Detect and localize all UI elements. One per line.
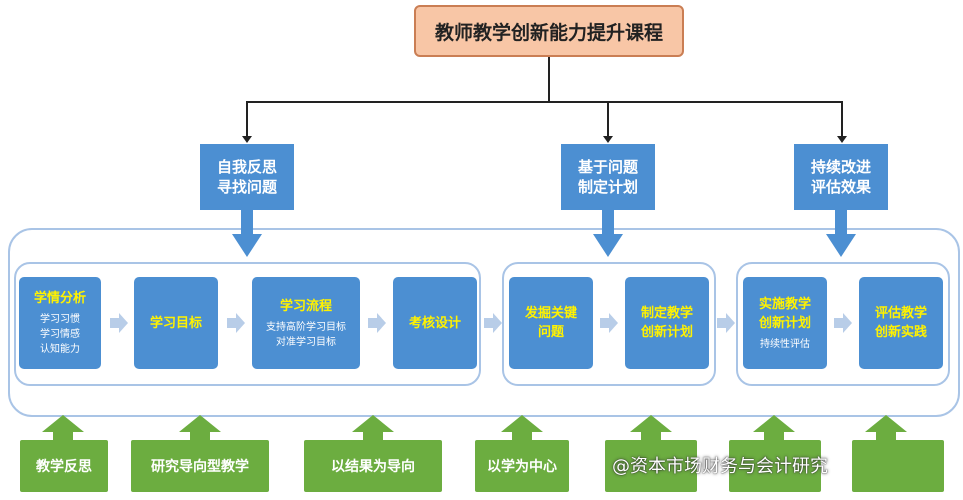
connector-bar	[246, 101, 843, 103]
flow-arrows	[110, 313, 852, 333]
card-subtitle: 学习习惯 学习情感 认知能力	[40, 314, 80, 355]
card-title: 学情分析	[33, 291, 86, 306]
card-learning-goals: 学习目标	[134, 277, 218, 369]
connector-right	[841, 101, 843, 139]
connector-arrowheads	[242, 136, 847, 143]
connector-trunk	[548, 57, 550, 102]
phase-reflect: 自我反思 寻找问题	[200, 144, 294, 210]
support-up-arrows	[42, 415, 907, 443]
phase-down-arrows	[232, 210, 856, 257]
card-title: 学习流程	[279, 298, 332, 314]
course-title: 教师教学创新能力提升课程	[414, 5, 684, 57]
card-subtitle: 支持高阶学习目标 对准学习目标	[266, 321, 346, 348]
card-make-plan: 制定教学 创新计划	[625, 277, 709, 369]
card-subtitle: 持续性评估	[760, 338, 810, 350]
phase-improve: 持续改进 评估效果	[794, 144, 888, 210]
watermark: @资本市场财务与会计研究	[612, 456, 828, 477]
card-title: 评估教学 创新实践	[874, 306, 927, 340]
card-learning-analysis: 学情分析 学习习惯 学习情感 认知能力	[19, 277, 101, 369]
card-title: 发掘关键 问题	[524, 306, 577, 340]
card-learning-process: 学习流程 支持高阶学习目标 对准学习目标	[252, 277, 360, 369]
support-research-oriented: 研究导向型教学	[131, 440, 269, 492]
support-box-7	[852, 440, 944, 492]
support-box-6	[729, 440, 821, 492]
card-assessment-design: 考核设计	[393, 277, 477, 369]
support-box-5	[605, 440, 697, 492]
phase-plan: 基于问题 制定计划	[561, 144, 655, 210]
card-implement-plan: 实施教学 创新计划 持续性评估	[743, 277, 827, 369]
card-title: 考核设计	[408, 315, 461, 331]
support-teaching-reflection: 教学反思	[20, 440, 108, 492]
card-title: 实施教学 创新计划	[758, 296, 811, 331]
support-results-oriented: 以结果为导向	[304, 440, 442, 492]
connector-mid	[607, 101, 609, 139]
card-key-problems: 发掘关键 问题	[509, 277, 593, 369]
card-title: 学习目标	[149, 315, 202, 331]
card-evaluate-practice: 评估教学 创新实践	[859, 277, 943, 369]
connector-left	[246, 101, 248, 139]
card-title: 制定教学 创新计划	[640, 306, 693, 340]
support-learner-centered: 以学为中心	[475, 440, 569, 492]
